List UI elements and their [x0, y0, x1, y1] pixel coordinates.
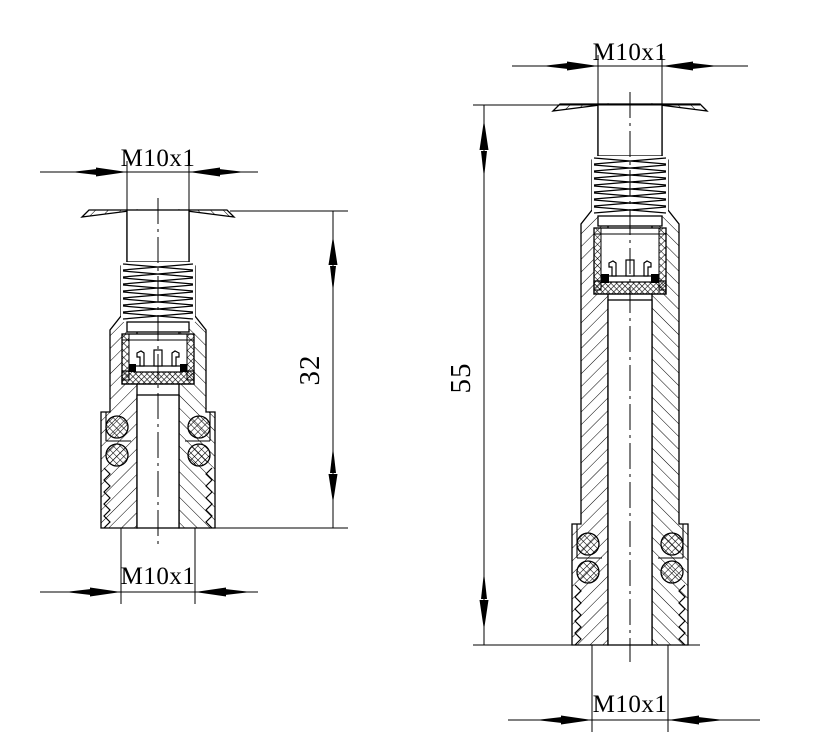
- left-view: M10x1: [40, 145, 348, 604]
- right-top-thread-label: M10x1: [593, 39, 668, 66]
- right-view: M10x1: [445, 39, 760, 732]
- right-length-dimension: 55: [445, 104, 700, 646]
- left-bottom-thread-dimension: M10x1: [40, 528, 258, 604]
- left-length-dimension: 32: [215, 210, 348, 529]
- right-length-label: 55: [445, 363, 477, 394]
- left-view-o-rings: [105, 412, 211, 467]
- right-bottom-thread-label: M10x1: [593, 691, 668, 718]
- left-length-label: 32: [294, 355, 326, 386]
- left-top-thread-label: M10x1: [121, 145, 196, 172]
- right-view-o-rings: [576, 524, 684, 584]
- left-bottom-thread-label: M10x1: [121, 563, 196, 590]
- right-view-external-thread: [574, 584, 686, 646]
- left-view-external-thread: [103, 467, 213, 529]
- right-bottom-thread-dimension: M10x1: [508, 645, 760, 732]
